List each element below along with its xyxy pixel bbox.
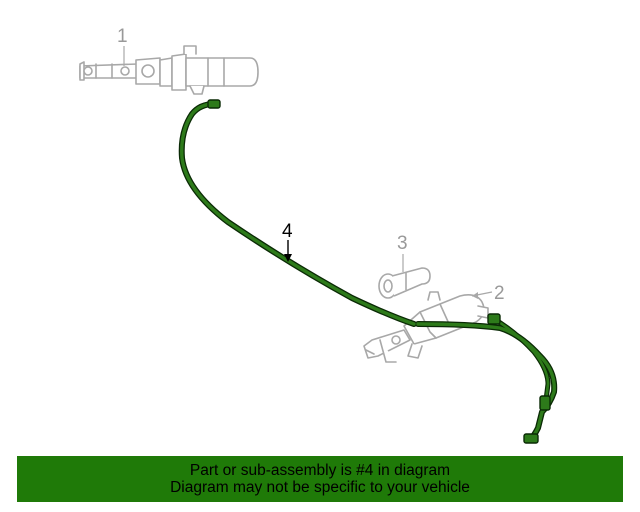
parts-diagram [79, 45, 558, 444]
part-2-washer-unit [363, 291, 489, 363]
hose-lower [416, 322, 556, 442]
callout-3-number: 3 [397, 233, 408, 254]
hose-mid-clip [539, 395, 551, 411]
hose-junction-clip [487, 313, 501, 325]
hose-bottom-fitting [523, 433, 539, 444]
part-3-plug [378, 267, 431, 299]
part-4-washer-hose [178, 99, 558, 444]
part-1-washer-nozzle-assembly [79, 45, 259, 95]
hose-branch [490, 316, 550, 402]
callout-2-number: 2 [494, 283, 505, 304]
callout-4-number: 4 [282, 221, 293, 242]
hose-main [180, 102, 416, 326]
callout-4-arrowhead [284, 254, 292, 262]
hose-top-fitting [207, 99, 221, 109]
banner-line-2: Diagram may not be specific to your vehi… [170, 479, 470, 496]
banner-line-1: Part or sub-assembly is #4 in diagram [189, 462, 451, 479]
callout-1-number: 1 [117, 26, 128, 47]
hose-lower-outline [415, 321, 558, 443]
disclaimer-banner: Part or sub-assembly is #4 in diagram Di… [17, 456, 623, 502]
callout-2-arrowhead [472, 292, 478, 299]
